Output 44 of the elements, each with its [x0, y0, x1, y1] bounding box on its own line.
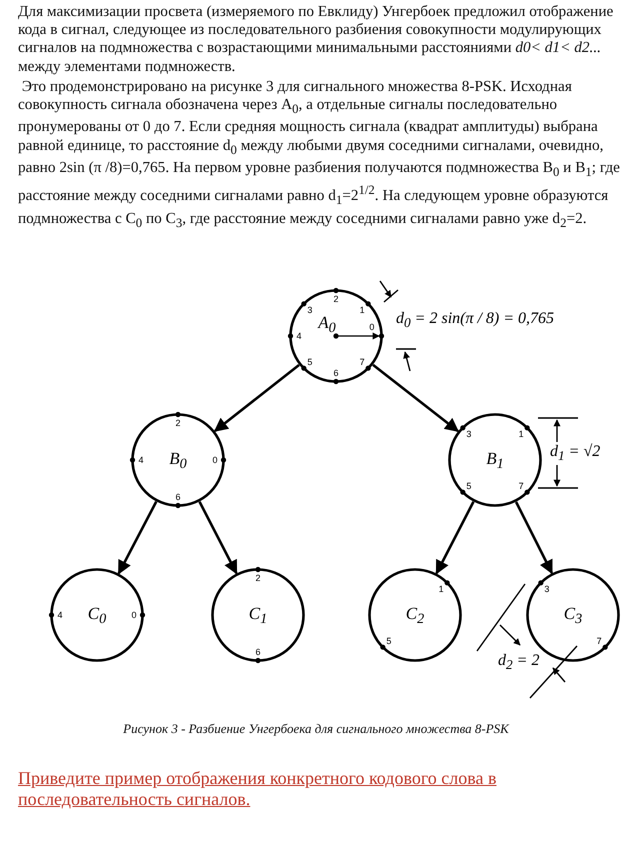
point-number: 1 [518, 428, 524, 439]
body-paragraph: Для максимизации просвета (измеряемого по Евклиду) Унгербоек предложил отображение кода в сигнал, следующее из последовательного разбиения совокупности модулирующих сигналов на подмножества с возрастающими минимальными расстояниями d0< d1< d2... между элементами подмножеств. [18, 3, 614, 76]
point-number: 7 [518, 481, 524, 492]
point-number: 6 [176, 492, 180, 502]
arrow [514, 501, 554, 574]
dimension-label: d$_{2}$ = 2 [498, 652, 540, 674]
arrow [214, 364, 300, 432]
arrow [198, 501, 238, 574]
point-number: 5 [466, 481, 472, 492]
point-number: 2 [334, 294, 338, 304]
dimension-label: d$_{0}$ = 2 sin(π / 8) = 0,765 [396, 310, 554, 332]
point-number: 6 [334, 368, 338, 378]
subset-label: A$_{0}$ [318, 312, 336, 338]
subset-label: C$_{2}$ [406, 604, 424, 628]
point-number: 1 [438, 584, 444, 594]
dimension-label: d$_{1}$ = √2 [550, 443, 600, 464]
subset-label: B$_{1}$ [486, 448, 504, 474]
point-number: 4 [296, 331, 302, 341]
arrow [118, 501, 158, 575]
point-number: 2 [256, 573, 260, 583]
point-number: 0 [132, 610, 136, 620]
point-number: 1 [360, 304, 365, 315]
point-number: 0 [369, 322, 374, 332]
point-number: 3 [544, 584, 550, 594]
point-number: 0 [212, 455, 218, 465]
subset-label: C$_{3}$ [564, 604, 582, 628]
body-paragraph: Это продемонстрировано на рисунке 3 для сигнального множества 8-PSK. Исходная совокупность сигнала обозначена через A$_{0}$, а отдельные сигналы последовательно пронумерованы от 0 до 7. Если средняя мощность сигнала (квадрат амплитуды) выбрана равной единице, то расстояние d$_{0}$ между любыми двумя соседними сигналами, очевидно, равно 2sin (π /8)=0,765. На первом уровне разбиения получаются подмножества B$_{0}$ и B$_{1}$; где расстояние между соседними сигналами равно d$_{1}$=2$^{1/2}$. На следующем уровне образуются подмножества с C$_{0}$ по C$_{3}$, где расстояние между соседними сигналами равно уже d$_{2}$=2. [18, 78, 621, 232]
point-number: 4 [138, 455, 144, 465]
point-number: 7 [596, 636, 602, 646]
point-number: 6 [256, 647, 260, 657]
point-number: 3 [307, 304, 312, 315]
subset-label: C$_{0}$ [88, 604, 106, 628]
subset-label: B$_{0}$ [169, 448, 187, 474]
point-number: 5 [386, 636, 392, 646]
point-number: 3 [466, 428, 472, 439]
point-number: 7 [360, 357, 365, 368]
figure-caption: Рисунок 3 - Разбиение Унгербоека для сигнального множества 8-PSK [122, 720, 510, 738]
subset-label: C$_{1}$ [248, 604, 268, 628]
arrow [435, 501, 475, 574]
point-number: 5 [307, 357, 312, 368]
point-number: 2 [176, 418, 180, 428]
arrow [372, 364, 460, 432]
point-number: 4 [58, 610, 62, 620]
task-question: Приведите пример отображения конкретного кодового слова в последовательность сигналов. [18, 768, 498, 810]
